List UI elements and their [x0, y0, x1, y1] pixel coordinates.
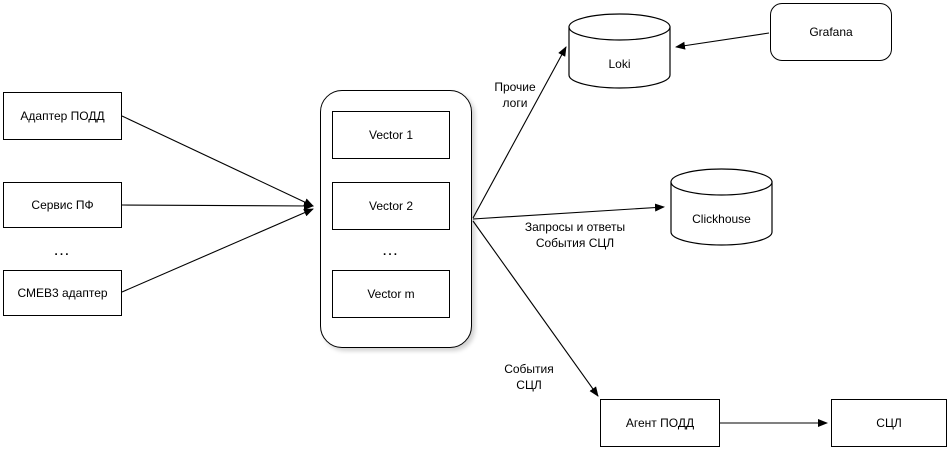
edge-vector-to-agent-podd	[472, 220, 599, 397]
node-vector-m[interactable]: Vector m	[332, 270, 450, 318]
node-vector-1[interactable]: Vector 1	[332, 111, 450, 159]
edge-label-requests-responses: Запросы и ответы События СЦЛ	[524, 220, 626, 250]
node-loki[interactable]: Loki	[568, 13, 671, 89]
edge-grafana-to-loki	[675, 32, 770, 50]
edge-adapter-podd-to-vector	[121, 115, 314, 207]
cylinder-shape-clickhouse	[670, 168, 773, 246]
node-servis-pf[interactable]: Сервис ПФ	[3, 182, 122, 228]
edge-label-other-logs: Прочие логи	[494, 80, 536, 110]
node-agent-podd[interactable]: Агент ПОДД	[600, 399, 720, 447]
node-smev3-adapter[interactable]: СМЕВ3 адаптер	[3, 270, 122, 316]
edge-vector-to-clickhouse	[472, 203, 665, 220]
node-grafana[interactable]: Grafana	[770, 3, 892, 61]
node-vector-2[interactable]: Vector 2	[332, 182, 450, 230]
node-label: Vector m	[367, 287, 415, 301]
node-label: СЦЛ	[876, 415, 902, 430]
node-clickhouse[interactable]: Clickhouse	[670, 168, 773, 246]
node-label: Vector 1	[368, 128, 414, 142]
node-label: Vector 2	[368, 199, 414, 213]
edge-vector-to-loki	[472, 46, 567, 219]
node-label: Grafana	[809, 24, 853, 39]
edge-label-scl-events: События СЦЛ	[504, 362, 554, 392]
vector-group-ellipsis: …	[381, 240, 401, 259]
node-label: СМЕВ3 адаптер	[17, 285, 108, 300]
node-scl[interactable]: СЦЛ	[831, 399, 947, 447]
node-label: Агент ПОДД	[625, 415, 695, 430]
sources-ellipsis: …	[53, 240, 72, 259]
cylinder-shape-loki	[568, 13, 671, 89]
edge-service-pf-to-vector	[121, 201, 314, 210]
node-label: Сервис ПФ	[31, 197, 94, 212]
node-label: Адаптер ПОДД	[20, 108, 105, 123]
node-adapter-podd[interactable]: Адаптер ПОДД	[3, 92, 122, 140]
edge-smev3-to-vector	[121, 208, 314, 293]
